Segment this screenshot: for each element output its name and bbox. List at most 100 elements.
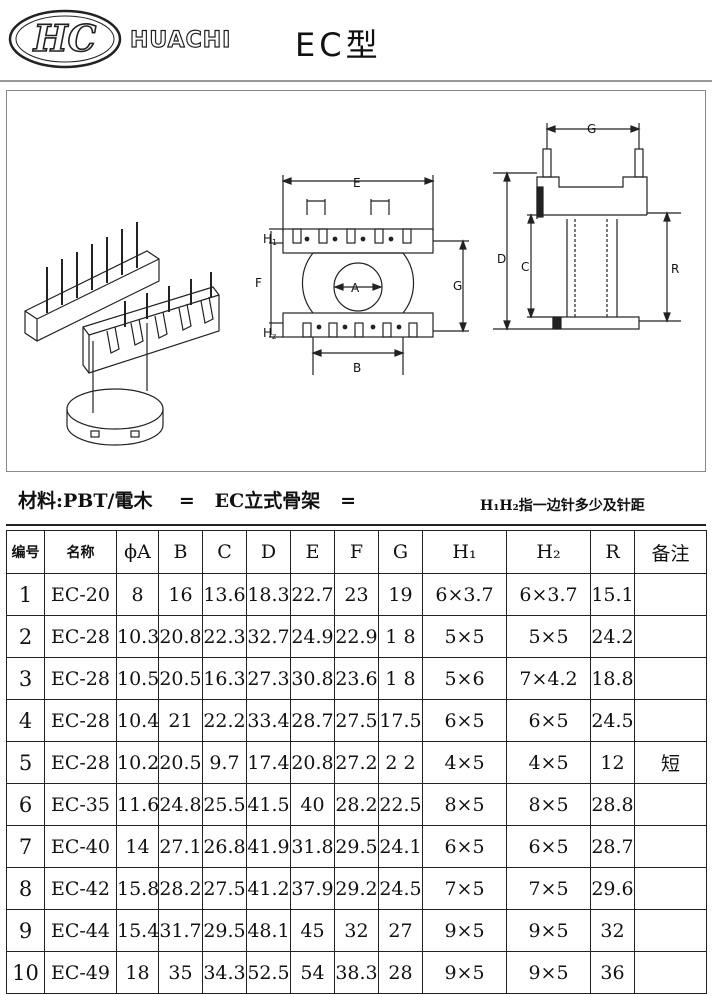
table-cell: EC-49 [44,951,117,994]
table-cell: 10 [6,951,45,994]
table-cell: 27.5 [334,699,379,742]
column-header: 名称 [44,530,117,574]
table-cell [634,657,707,700]
table-cell [634,867,707,910]
material-line: 材料:PBT/電木 = EC立式骨架 = H₁H₂指一边针多少及针距 [0,476,712,524]
table-cell: 28.2 [334,783,379,826]
table-cell: EC-28 [44,741,117,784]
table-cell: 19 [378,573,423,616]
table-cell: 41.2 [246,867,291,910]
table-cell: 32 [334,909,379,952]
label-R: R [671,262,679,276]
table-cell: 4 [6,699,45,742]
table-cell: 7×4.2 [506,657,591,700]
material-text: 材料:PBT/電木 = EC立式骨架 = [18,490,357,512]
table-cell: 15.8 [116,867,159,910]
table-cell: 28.8 [590,783,635,826]
table-cell: 24.5 [590,699,635,742]
table-cell: 28 [378,951,423,994]
table-cell [634,951,707,994]
table-cell: 5×6 [422,657,507,700]
table-cell: 13.6 [202,573,247,616]
label-H1: H1 [263,232,277,247]
table-cell: 12 [590,741,635,784]
table-cell: 25.5 [202,783,247,826]
table-cell: 27.2 [334,741,379,784]
table-cell: 6×5 [506,699,591,742]
column-header: D [246,530,291,574]
table-cell: EC-42 [44,867,117,910]
table-top-rule [6,524,706,526]
table-cell: 31.7 [158,909,203,952]
table-cell: 36 [590,951,635,994]
table-cell: 33.4 [246,699,291,742]
table-cell: EC-20 [44,573,117,616]
table-cell: 48.1 [246,909,291,952]
column-header: 编号 [6,530,45,574]
table-cell: 26.8 [202,825,247,868]
label-A: A [351,281,360,295]
table-cell: 9 [6,909,45,952]
table-cell: 23.6 [334,657,379,700]
table-cell: 9×5 [422,951,507,994]
table-cell: 28.7 [290,699,335,742]
label-G-side: G [587,122,596,136]
bobbin-3d-view [24,222,220,446]
column-header: ϕA [116,530,159,574]
table-cell: 7×5 [506,867,591,910]
table-cell: EC-35 [44,783,117,826]
table-cell: 32.7 [246,615,291,658]
brand-name: HUACHI [129,27,232,53]
pin-note: H₁H₂指一边针多少及针距 [480,498,645,514]
table-cell [634,699,707,742]
table-cell: 27.3 [246,657,291,700]
column-header: E [290,530,335,574]
table-cell: 18.3 [246,573,291,616]
page-title: EC型 [295,26,382,64]
table-cell: 29.5 [334,825,379,868]
table-cell: 34.3 [202,951,247,994]
table-cell: 18.8 [590,657,635,700]
table-cell: 38.3 [334,951,379,994]
table-cell: 14 [116,825,159,868]
table-cell: 2 [6,615,45,658]
table-cell: 2 2 [378,741,423,784]
table-cell [634,825,707,868]
table-cell: 22.3 [202,615,247,658]
table-cell: 10.4 [116,699,159,742]
table-cell: 16.3 [202,657,247,700]
table-cell: 52.5 [246,951,291,994]
table-cell: 5×5 [422,615,507,658]
table-cell: 10.3 [116,615,159,658]
column-header: B [158,530,203,574]
table-cell: 9.7 [202,741,247,784]
column-header: H₁ [422,530,507,574]
table-cell: EC-28 [44,615,117,658]
table-cell: 8×5 [422,783,507,826]
bobbin-side-view [493,123,681,331]
table-cell: EC-44 [44,909,117,952]
table-cell: 5 [6,741,45,784]
table-cell: 6×5 [422,825,507,868]
table-cell: 24.5 [378,867,423,910]
table-cell: 29.6 [590,867,635,910]
table-cell: 17.4 [246,741,291,784]
table-cell: 20.8 [290,741,335,784]
table-cell: EC-28 [44,657,117,700]
table-cell: 41.9 [246,825,291,868]
table-cell [634,573,707,616]
table-cell: 6×5 [506,825,591,868]
table-cell: 6×3.7 [422,573,507,616]
column-header: R [590,530,635,574]
table-cell: 29.2 [334,867,379,910]
label-H2: Hz [263,326,276,341]
label-B: B [353,361,361,375]
table-cell: 24.2 [590,615,635,658]
